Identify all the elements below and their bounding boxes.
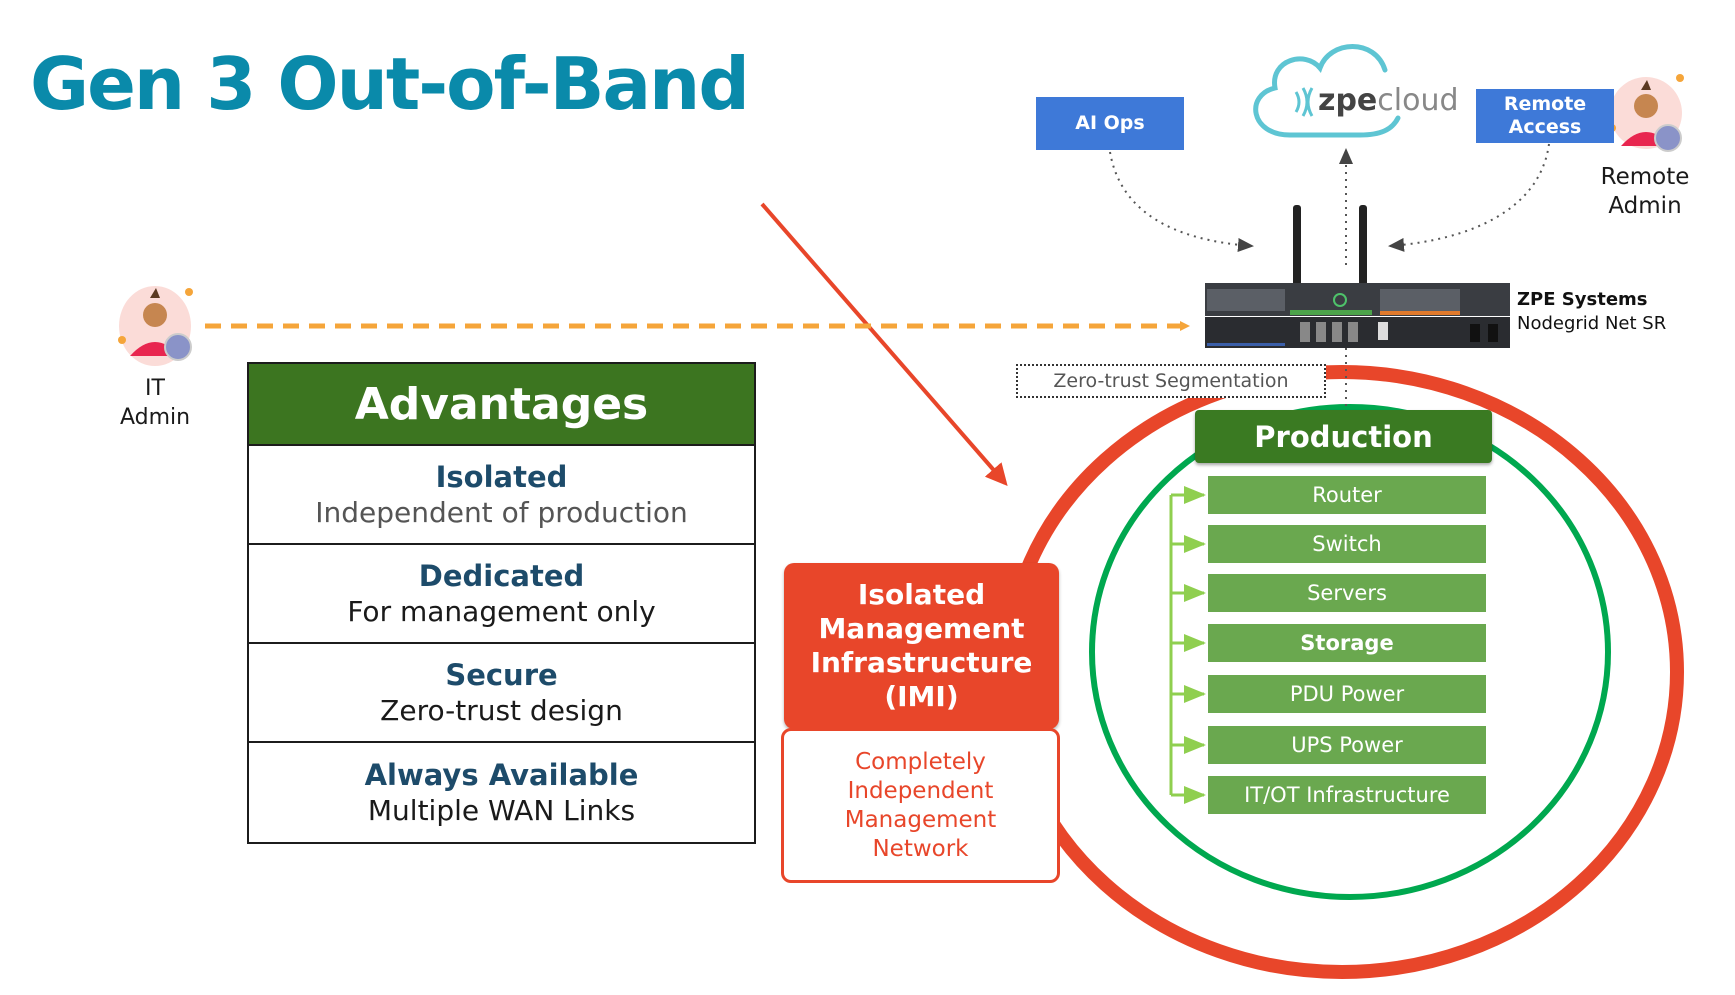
remote-admin-label-line2: Admin (1608, 193, 1682, 219)
antenna-left (1293, 205, 1301, 290)
it-admin-label-line1: IT (145, 376, 165, 401)
remote-admin-label: Remote Admin (1590, 163, 1700, 221)
advantage-desc: Zero-trust design (380, 693, 623, 727)
production-item-it-ot-infrastructure[interactable]: IT/OT Infrastructure (1208, 776, 1486, 814)
device-model: Nodegrid Net SR (1517, 313, 1667, 334)
production-item-pdu-power[interactable]: PDU Power (1208, 675, 1486, 713)
red-arrow (760, 202, 1008, 487)
advantage-title: Always Available (364, 757, 639, 792)
page-title: Gen 3 Out-of-Band (30, 42, 750, 126)
ai-ops-label: AI Ops (1075, 112, 1145, 134)
imi-subtitle-box: Completely Independent Management Networ… (781, 728, 1060, 883)
zero-trust-label: Zero-trust Segmentation (1053, 370, 1289, 392)
cloud-brand-bold: zpe (1318, 83, 1378, 118)
production-item-router[interactable]: Router (1208, 476, 1486, 514)
remote-access-connection (1388, 143, 1550, 252)
advantage-title: Secure (445, 657, 558, 692)
advantage-row: Isolated Independent of production (249, 446, 754, 545)
advantage-desc: Independent of production (315, 495, 688, 529)
cloud-icon-bottom (1287, 115, 1401, 138)
production-item-ups-power[interactable]: UPS Power (1208, 726, 1486, 764)
advantage-title: Isolated (435, 459, 568, 494)
advantage-row: Secure Zero-trust design (249, 644, 754, 743)
zpe-cloud-logo: zpecloud (1318, 83, 1459, 118)
cloud-brand-light: cloud (1377, 83, 1459, 118)
production-bracket (1169, 486, 1206, 804)
remote-access-label-line1: Remote (1503, 93, 1587, 115)
nodegrid-device-icon (1205, 283, 1510, 348)
remote-access-box[interactable]: Remote Access (1476, 89, 1614, 143)
cloud-icon (1253, 44, 1388, 138)
it-admin-avatar (118, 286, 193, 366)
remote-admin-avatar (1608, 74, 1684, 152)
production-item-servers[interactable]: Servers (1208, 574, 1486, 612)
production-item-switch[interactable]: Switch (1208, 525, 1486, 563)
advantages-header: Advantages (249, 364, 754, 446)
production-header: Production (1195, 410, 1492, 463)
imi-line: Management (818, 612, 1025, 645)
it-admin-label: IT Admin (110, 374, 200, 432)
remote-admin-label-line1: Remote (1600, 164, 1690, 190)
antenna-right (1359, 205, 1367, 290)
imi-sub-line: Network (872, 835, 969, 862)
device-vendor: ZPE Systems (1517, 289, 1648, 310)
advantage-desc: For management only (347, 594, 656, 628)
zero-trust-segmentation-box: Zero-trust Segmentation (1016, 364, 1326, 398)
imi-sub-line: Completely (855, 748, 986, 775)
it-admin-label-line2: Admin (119, 405, 191, 430)
imi-sub-line: Management (844, 806, 997, 833)
imi-box: Isolated Management Infrastructure (IMI) (784, 563, 1059, 729)
advantages-table: Advantages Isolated Independent of produ… (247, 362, 756, 844)
ai-ops-box[interactable]: AI Ops (1036, 97, 1184, 150)
remote-access-label-line2: Access (1508, 116, 1582, 138)
advantage-row: Dedicated For management only (249, 545, 754, 644)
ai-ops-connection (1109, 151, 1254, 252)
advantage-title: Dedicated (418, 558, 585, 593)
advantage-desc: Multiple WAN Links (367, 793, 636, 827)
imi-line: (IMI) (884, 680, 959, 713)
device-label: ZPE Systems Nodegrid Net SR (1517, 288, 1666, 336)
advantage-row: Always Available Multiple WAN Links (249, 743, 754, 842)
imi-line: Infrastructure (810, 646, 1033, 679)
imi-line: Isolated (857, 578, 986, 611)
zpe-logo-icon (1294, 87, 1314, 117)
production-item-storage[interactable]: Storage (1208, 624, 1486, 662)
production-ring (1089, 404, 1611, 900)
imi-sub-line: Independent (847, 777, 994, 804)
